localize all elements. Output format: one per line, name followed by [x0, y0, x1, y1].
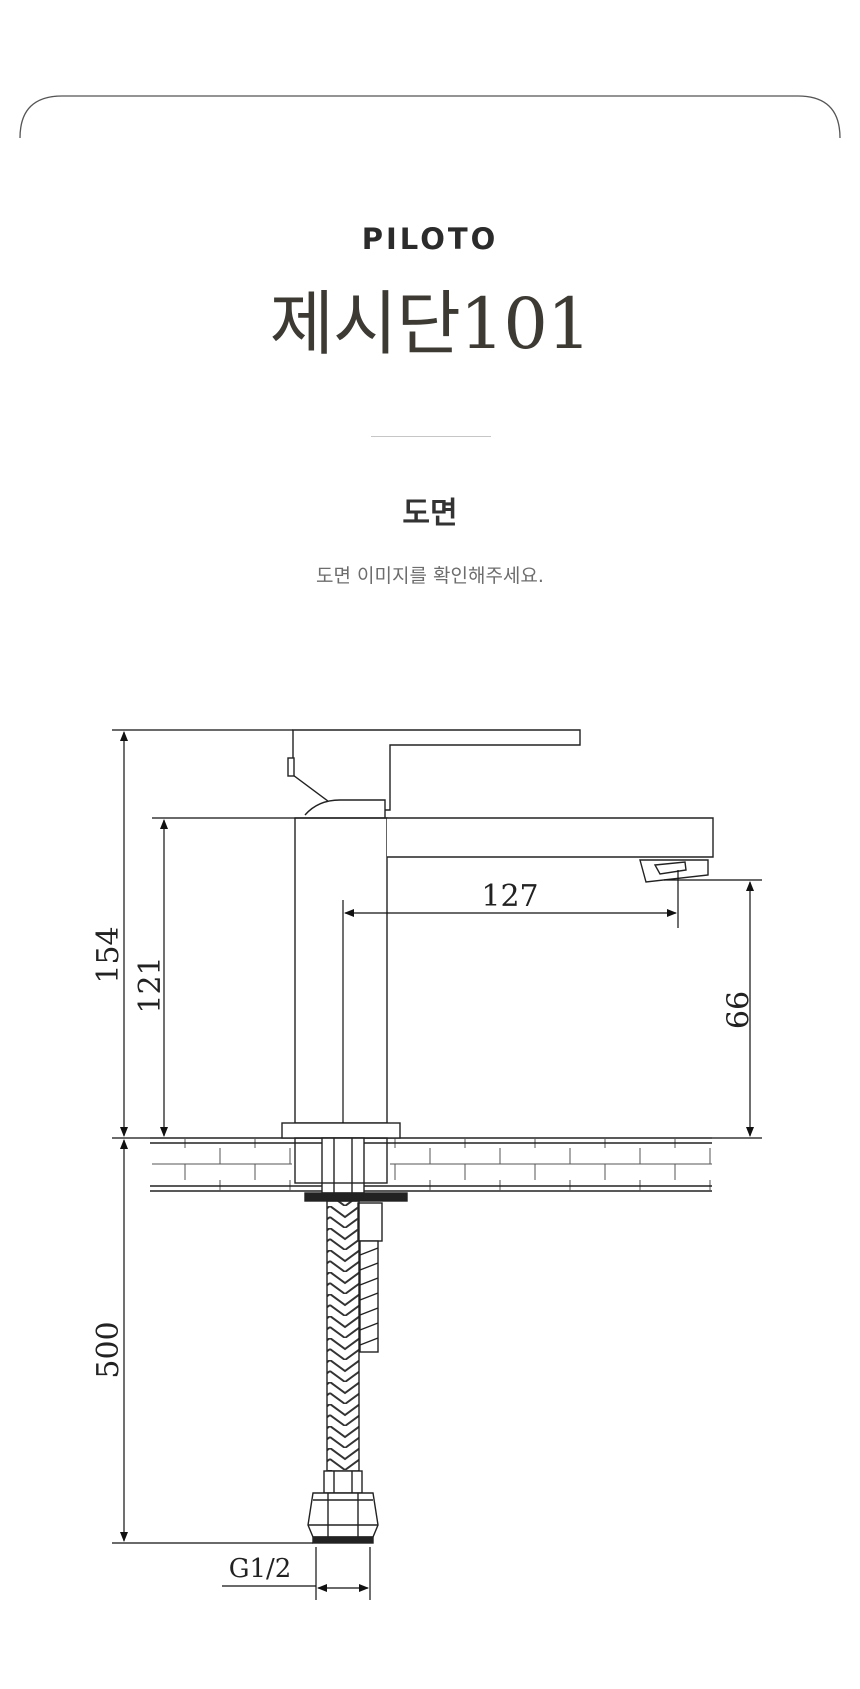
- dimension-hose-length: 500: [91, 1321, 126, 1378]
- product-title: 제시단101: [269, 283, 592, 365]
- brand-name: PILOTO: [361, 222, 499, 256]
- dimension-spout-clearance: 99: [718, 991, 753, 1029]
- section-title: 도면: [402, 496, 458, 531]
- dimension-spout-reach: 127: [481, 879, 538, 914]
- top-arc-frame: [19, 95, 841, 139]
- dimension-total-height: 154: [91, 926, 126, 983]
- faucet-technical-drawing: 154 121 127 99 500 G1/2: [91, 729, 762, 1600]
- dimension-thread-size: G1/2: [229, 1554, 292, 1584]
- title-divider: [371, 436, 491, 437]
- dimension-body-height: 121: [133, 956, 168, 1013]
- section-description: 도면 이미지를 확인해주세요.: [316, 565, 544, 587]
